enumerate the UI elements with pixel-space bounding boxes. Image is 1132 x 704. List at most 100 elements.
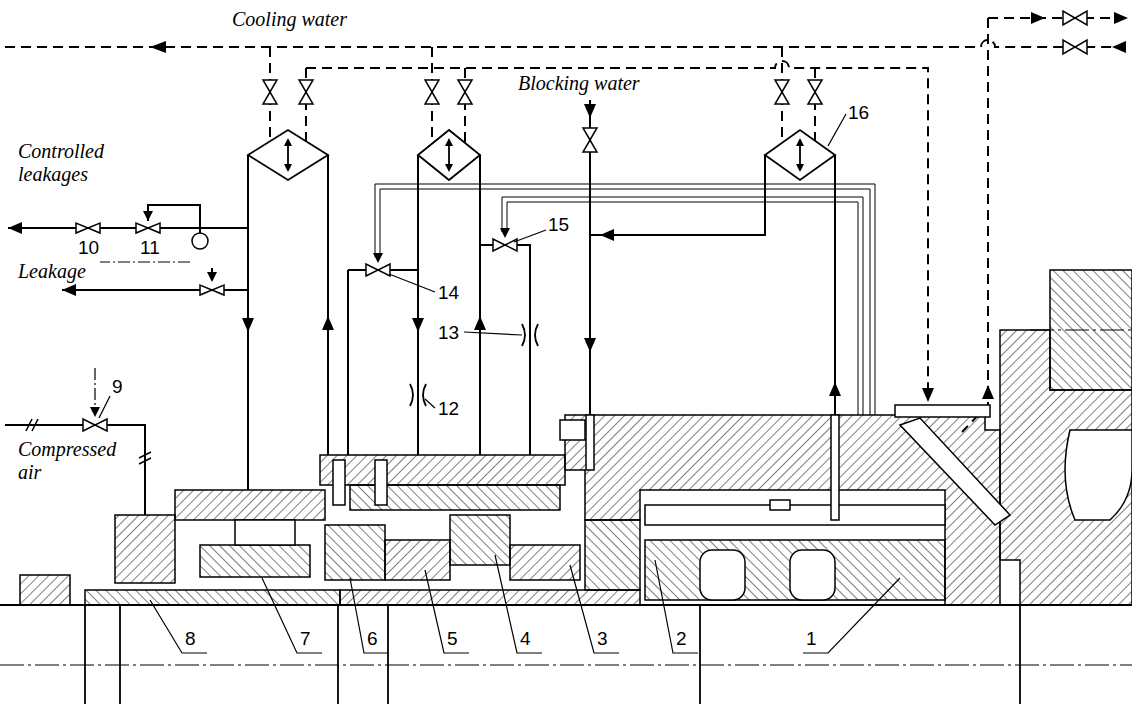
shaft bbox=[337, 605, 339, 704]
callout-number: 7 bbox=[300, 628, 311, 650]
heat-exchanger bbox=[248, 130, 835, 180]
process-line bbox=[5, 425, 145, 515]
shaft bbox=[0, 604, 1132, 606]
callout-number: 16 bbox=[848, 102, 869, 124]
seal-part bbox=[510, 545, 580, 580]
pilot-line bbox=[507, 202, 858, 415]
callout-number: 13 bbox=[438, 322, 459, 344]
arrow-head bbox=[796, 138, 804, 146]
arrow-head bbox=[584, 104, 596, 118]
arrow-head bbox=[322, 316, 334, 330]
callout-number: 14 bbox=[438, 282, 459, 304]
arrow-head bbox=[284, 164, 292, 172]
arrow-head bbox=[445, 138, 453, 146]
seal-part bbox=[85, 590, 340, 605]
arrow-head bbox=[1031, 12, 1045, 24]
arrow-head bbox=[62, 284, 76, 296]
arrow-head bbox=[8, 222, 22, 234]
slash-mark bbox=[139, 452, 151, 458]
valve-symbol bbox=[83, 419, 95, 431]
seal-part bbox=[900, 418, 1010, 525]
pilot-line bbox=[375, 184, 875, 415]
leader-line bbox=[828, 114, 846, 146]
measuring-device bbox=[192, 233, 208, 249]
leader-line bbox=[570, 565, 619, 653]
pilot-line bbox=[375, 184, 875, 415]
seal-part bbox=[790, 550, 835, 600]
seal-part bbox=[175, 490, 325, 520]
flow-label: Controlled leakages bbox=[18, 140, 133, 186]
slash-mark bbox=[139, 458, 151, 464]
orifice-symbol bbox=[423, 384, 426, 406]
heat-exchanger bbox=[765, 130, 835, 180]
seal-part bbox=[333, 460, 345, 505]
arrow-head bbox=[474, 316, 486, 330]
leader-line bbox=[350, 578, 389, 653]
callout-number: 15 bbox=[548, 214, 569, 236]
valve-symbol bbox=[458, 92, 472, 104]
leader-line bbox=[803, 578, 900, 653]
process-line bbox=[834, 155, 836, 415]
seal-part bbox=[235, 520, 295, 545]
heat-exchanger bbox=[248, 130, 328, 180]
valve-symbol bbox=[76, 128, 597, 431]
arrow-head bbox=[242, 318, 254, 332]
valve-symbol bbox=[263, 11, 1087, 104]
process-line bbox=[590, 155, 765, 235]
orifice-symbol bbox=[410, 384, 413, 406]
callout-number: 5 bbox=[447, 628, 458, 650]
arrow-head bbox=[373, 253, 383, 263]
callout-number: 11 bbox=[140, 237, 160, 259]
arrow-head bbox=[207, 272, 217, 282]
cooling-water-line bbox=[5, 18, 1126, 432]
valve-symbol bbox=[95, 419, 107, 431]
callout-number: 12 bbox=[438, 398, 459, 420]
valve-symbol bbox=[1063, 40, 1075, 54]
arrow-head bbox=[412, 318, 424, 332]
leader-line bbox=[150, 600, 207, 653]
seal-part bbox=[375, 460, 387, 505]
arrow-head bbox=[584, 338, 596, 352]
valve-symbol bbox=[808, 92, 822, 104]
arrow-head bbox=[8, 104, 841, 417]
shaft bbox=[699, 605, 701, 704]
air-control-line bbox=[100, 261, 190, 262]
arrow-head bbox=[829, 382, 841, 396]
arrow-head bbox=[922, 388, 934, 402]
center-line bbox=[0, 665, 1132, 666]
valve-symbol bbox=[808, 80, 822, 92]
arrow-head bbox=[600, 229, 614, 241]
seal-part bbox=[831, 415, 839, 520]
seal-part bbox=[200, 545, 310, 577]
pilot-line bbox=[380, 189, 870, 415]
center-line bbox=[1030, 330, 1132, 331]
leader-line bbox=[495, 555, 542, 653]
leader-line bbox=[99, 396, 110, 418]
leader-line bbox=[262, 578, 322, 653]
valve-symbol bbox=[299, 92, 313, 104]
valve-symbol bbox=[775, 80, 789, 92]
arrow-head bbox=[500, 228, 510, 238]
seal-part bbox=[115, 515, 175, 583]
air-control-line bbox=[95, 262, 190, 412]
leader-line bbox=[514, 230, 546, 242]
shaft bbox=[84, 605, 86, 704]
flow-label: Leakage bbox=[18, 260, 86, 283]
arrow-head bbox=[445, 164, 453, 172]
process-line bbox=[8, 227, 248, 229]
seal-part bbox=[700, 550, 745, 600]
valve-symbol bbox=[425, 80, 439, 92]
cooling-water-line bbox=[962, 18, 988, 432]
valve-symbol bbox=[263, 92, 277, 104]
seal-part bbox=[385, 540, 450, 580]
valve-symbol bbox=[775, 92, 789, 104]
callout-number: 10 bbox=[78, 237, 99, 259]
seal-part bbox=[20, 575, 70, 605]
arrow-head bbox=[150, 41, 166, 53]
arrow-head bbox=[90, 407, 100, 417]
arrow-head bbox=[1114, 12, 1128, 24]
process-line bbox=[347, 270, 349, 455]
callout-number: 4 bbox=[520, 628, 531, 650]
callout-number: 9 bbox=[112, 376, 123, 398]
